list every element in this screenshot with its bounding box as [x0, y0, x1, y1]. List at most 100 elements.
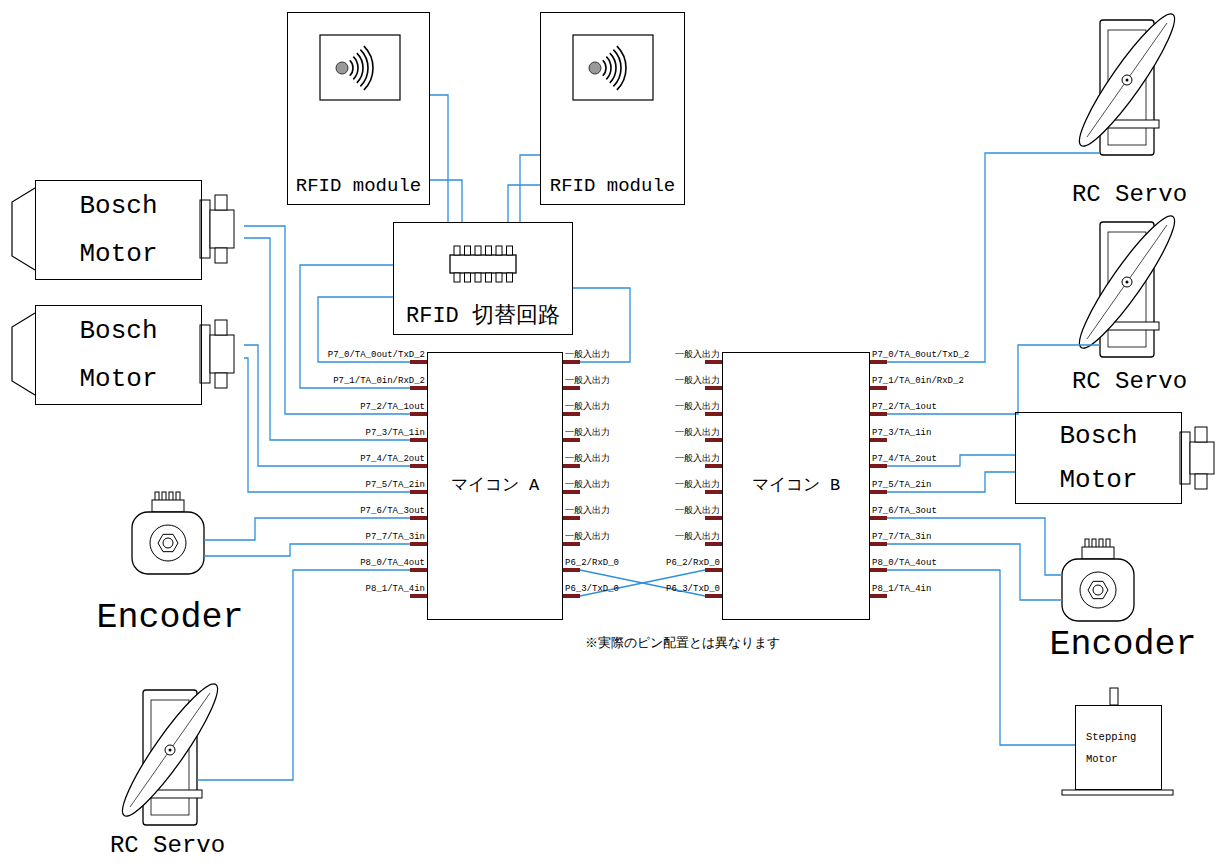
pin-name: P6_3/TxD_0 — [666, 584, 720, 594]
pin-stub — [870, 438, 887, 442]
pin-stub — [705, 594, 722, 598]
servo-figure: RC Servo — [100, 660, 235, 859]
node-label: RFID module — [296, 175, 421, 198]
pin-name: 一般入出力 — [675, 454, 720, 464]
pin-stub — [870, 464, 887, 468]
pin-name: 一般入出力 — [565, 402, 610, 412]
rfid-icon — [573, 35, 653, 100]
pin-stub — [563, 490, 580, 494]
encoder-figure: Encoder — [88, 495, 252, 637]
node-label: RC Servo — [1072, 369, 1187, 395]
rfid-module: RFID module — [287, 12, 430, 205]
pin-stub — [705, 490, 722, 494]
pin-name: P7_7/TA_3in — [872, 532, 931, 542]
pin-name: P8_1/TA_4in — [366, 584, 425, 594]
node-label: RFID module — [550, 175, 675, 198]
pin-stub — [870, 542, 887, 546]
pin-name: P8_0/TA_4out — [872, 558, 937, 568]
stepper-figure — [1062, 688, 1173, 795]
pin-stub — [705, 438, 722, 442]
node-label: マイコン A — [451, 476, 539, 496]
node-label: RC Servo — [110, 833, 225, 859]
pin-stub — [705, 360, 722, 364]
pin-name: P7_2/TA_1out — [872, 402, 937, 412]
encoder-figure: Encoder — [1040, 540, 1206, 664]
pin-name: P7_5/TA_2in — [366, 480, 425, 490]
servo-icon — [1069, 208, 1185, 357]
servo-figure: RC Servo — [1062, 205, 1197, 395]
motor-body: Bosch Motor — [35, 305, 202, 405]
signal-wire — [204, 544, 410, 556]
pin-name: P7_7/TA_3in — [366, 532, 425, 542]
pin-name: P7_3/TA_1in — [872, 428, 931, 438]
encoder-icon — [132, 492, 204, 574]
pin-stub — [563, 594, 580, 598]
signal-wire — [887, 570, 1075, 745]
note-text: ※実際のピン配置とは異なります — [585, 636, 780, 652]
pin-stub — [705, 542, 722, 546]
pin-name: P7_0/TA_0out/TxD_2 — [328, 350, 425, 360]
pin-name: P7_1/TA_0in/RxD_2 — [872, 376, 964, 386]
pin-stub — [410, 464, 427, 468]
pin-stub — [563, 360, 580, 364]
microcontroller-box: マイコン B — [722, 352, 870, 620]
signal-wire — [430, 95, 448, 222]
rfid-icon — [320, 35, 400, 100]
motor-body: Bosch Motor — [35, 180, 202, 280]
pin-name: 一般入出力 — [675, 350, 720, 360]
pin-name: 一般入出力 — [675, 532, 720, 542]
pin-stub — [870, 490, 887, 494]
pin-name: 一般入出力 — [565, 428, 610, 438]
pin-name: P7_6/TA_3out — [360, 506, 425, 516]
servo-figure: RC Servo — [1062, 5, 1197, 208]
node-label: Encoder — [1049, 626, 1196, 665]
pin-stub — [705, 412, 722, 416]
microcontroller-box: マイコン A — [427, 352, 563, 620]
pin-stub — [705, 464, 722, 468]
signal-wire — [887, 153, 1100, 362]
node-label: Stepping Motor — [1086, 726, 1151, 770]
pin-stub — [410, 490, 427, 494]
pin-stub — [563, 542, 580, 546]
pin-name: P7_4/TA_2out — [872, 454, 937, 464]
pin-stub — [410, 386, 427, 390]
pin-name: P7_5/TA_2in — [872, 480, 931, 490]
node-label: Bosch Motor — [42, 307, 195, 403]
pin-name: 一般入出力 — [565, 350, 610, 360]
switch-circuit-box: RFID 切替回路 — [393, 222, 573, 335]
motor-body: Bosch Motor — [1015, 412, 1182, 504]
pin-name: P6_3/TxD_0 — [565, 584, 619, 594]
pin-name: 一般入出力 — [565, 376, 610, 386]
pin-name: 一般入出力 — [675, 506, 720, 516]
pin-stub — [563, 516, 580, 520]
pin-name: 一般入出力 — [675, 480, 720, 490]
pin-name: P8_1/TA_4in — [872, 584, 931, 594]
stepping-motor-box: Stepping Motor — [1075, 705, 1162, 790]
node-label: Encoder — [96, 599, 243, 638]
pin-stub — [870, 386, 887, 390]
pin-stub — [870, 594, 887, 598]
pin-name: 一般入出力 — [675, 428, 720, 438]
pin-stub — [705, 568, 722, 572]
node-label: RFID 切替回路 — [406, 304, 560, 330]
pin-stub — [563, 412, 580, 416]
pin-stub — [870, 568, 887, 572]
motor-figure — [1180, 427, 1214, 489]
pin-stub — [410, 412, 427, 416]
pin-name: 一般入出力 — [565, 480, 610, 490]
pin-stub — [563, 386, 580, 390]
pin-name: 一般入出力 — [675, 402, 720, 412]
node-label: RC Servo — [1072, 182, 1187, 208]
pin-name: 一般入出力 — [565, 454, 610, 464]
pin-name: P7_3/TA_1in — [366, 428, 425, 438]
pin-stub — [870, 516, 887, 520]
pin-stub — [563, 568, 580, 572]
pin-stub — [410, 360, 427, 364]
pin-name: 一般入出力 — [675, 376, 720, 386]
ic-chip — [450, 246, 516, 282]
pin-stub — [410, 542, 427, 546]
pin-stub — [870, 360, 887, 364]
